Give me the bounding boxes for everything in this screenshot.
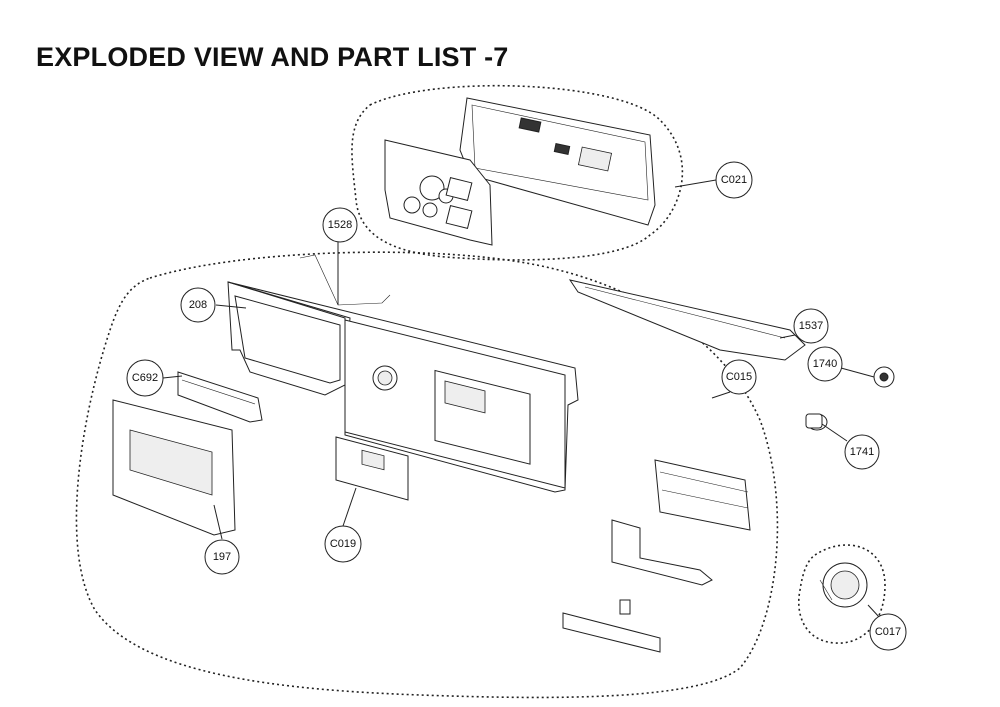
wire-harness: [299, 254, 391, 306]
callout-c021: C021: [715, 161, 753, 199]
button-strip: [562, 599, 661, 653]
svg-text:C015: C015: [726, 371, 752, 383]
pcb-assembly: [384, 97, 656, 246]
svg-text:1740: 1740: [813, 358, 837, 370]
page-title: EXPLODED VIEW AND PART LIST -7: [36, 42, 509, 72]
leader-lines: [162, 179, 881, 619]
drawer-handle-part: [177, 371, 263, 423]
control-panel-frame: [227, 281, 579, 493]
callout-c019: C019: [324, 525, 362, 563]
group-outline-pcb: [351, 84, 684, 261]
callout-1537: 1537: [793, 308, 829, 344]
svg-text:C692: C692: [132, 372, 158, 384]
svg-text:208: 208: [189, 299, 207, 311]
svg-text:197: 197: [213, 551, 231, 563]
switch-holder-lower: [611, 519, 713, 586]
selector-knob: [819, 562, 868, 608]
switch-holder-upper: [654, 459, 751, 531]
callout-197: 197: [204, 539, 240, 575]
callout-1740: 1740: [807, 346, 843, 382]
callout-1741: 1741: [844, 434, 880, 470]
callout-208: 208: [180, 287, 216, 323]
callout-c692: C692: [126, 359, 164, 397]
bracket-rail: [568, 279, 806, 361]
overlay-decal: [335, 436, 409, 501]
callout-c017: C017: [869, 613, 907, 651]
svg-text:1741: 1741: [850, 446, 874, 458]
part-1741: [805, 413, 828, 431]
drawer-front: [112, 399, 236, 536]
part-1740: [873, 366, 895, 388]
svg-text:1537: 1537: [799, 320, 823, 332]
callout-1528: 1528: [322, 207, 358, 243]
svg-text:1528: 1528: [328, 219, 352, 231]
callout-c015: C015: [721, 359, 757, 395]
svg-text:C021: C021: [721, 174, 747, 186]
svg-text:C017: C017: [875, 626, 901, 638]
svg-text:C019: C019: [330, 538, 356, 550]
